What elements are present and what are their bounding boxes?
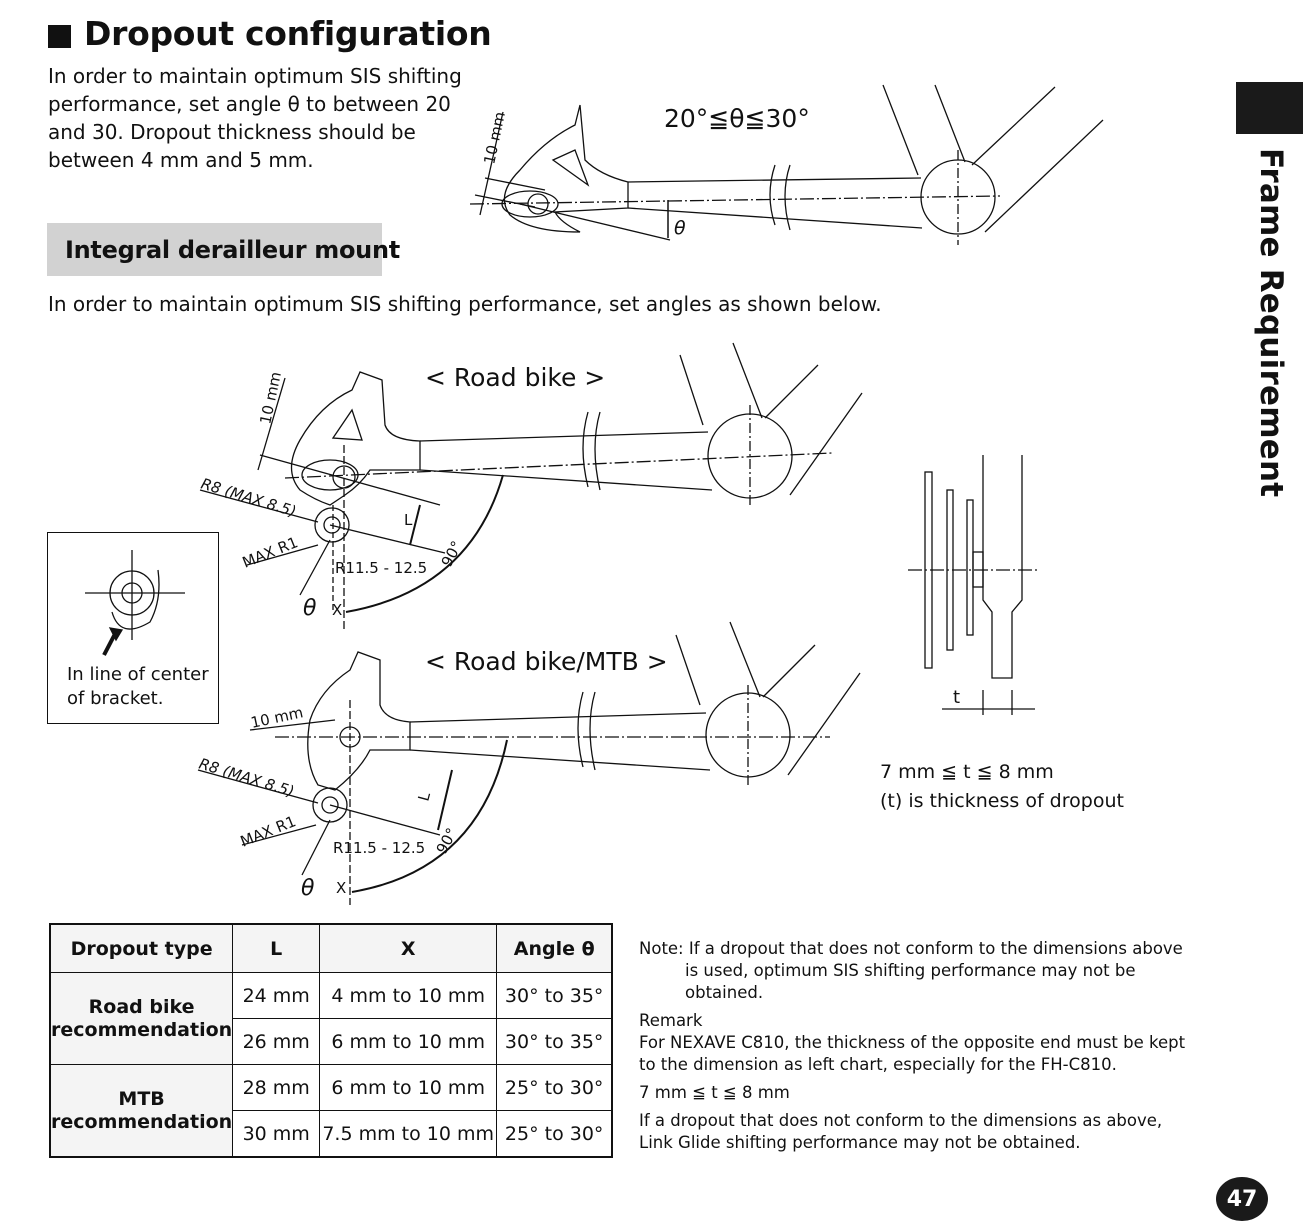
group-label: MTB recommendation <box>49 1064 234 1158</box>
section-description: In order to maintain optimum SIS shiftin… <box>48 292 882 316</box>
title-square-icon <box>48 25 71 48</box>
top-theta-label: θ <box>674 217 686 239</box>
section-title: Integral derailleur mount <box>65 236 400 264</box>
thickness-diagram: t <box>908 455 1038 715</box>
cell-x: 6 mm to 10 mm <box>319 1018 498 1065</box>
inset-caption-line: In line of center <box>67 664 209 685</box>
road-r11-label: R11.5 - 12.5 <box>335 559 427 577</box>
cell-l: 24 mm <box>232 972 321 1019</box>
note-line: Note: If a dropout that does not conform… <box>639 939 1183 958</box>
road-bike-title: < Road bike > <box>425 363 605 392</box>
group-label: Road bike recommendation <box>49 972 234 1065</box>
table-row: MTB recommendation 28 mm 6 mm to 10 mm 2… <box>49 1064 613 1158</box>
thickness-description: (t) is thickness of dropout <box>880 790 1124 812</box>
cell-l: 30 mm <box>232 1110 321 1158</box>
road-90-label: 90° <box>438 538 466 570</box>
thickness-range: 7 mm ≦ t ≦ 8 mm <box>880 761 1054 783</box>
road-l-label: L <box>404 511 413 529</box>
top-angle-range: 20°≦θ≦30° <box>664 104 810 133</box>
dropout-spec-table: Dropout type L X Angle θ Road bike recom… <box>49 923 614 1158</box>
final-note-line: Link Glide shifting performance may not … <box>639 1133 1081 1152</box>
road-ten-mm-label: 10 mm <box>256 370 285 426</box>
intro-line: performance, set angle θ to between 20 <box>48 92 451 116</box>
mtb-theta-label: θ <box>301 876 315 901</box>
intro-line: between 4 mm and 5 mm. <box>48 148 314 172</box>
header-dropout-type: Dropout type <box>49 923 234 973</box>
cell-x: 7.5 mm to 10 mm <box>319 1110 498 1158</box>
cell-angle: 25° to 30° <box>496 1064 613 1111</box>
final-note-line: If a dropout that does not conform to th… <box>639 1111 1163 1130</box>
intro-line: In order to maintain optimum SIS shiftin… <box>48 64 462 88</box>
page-title: Dropout configuration <box>84 14 492 53</box>
road-r8-label: R8 (MAX 8.5) <box>199 475 299 521</box>
remark-line: For NEXAVE C810, the thickness of the op… <box>639 1033 1186 1052</box>
section-heading-box <box>47 223 382 276</box>
mtb-r11-label: R11.5 - 12.5 <box>333 839 425 857</box>
remark-line: to the dimension as left chart, especial… <box>639 1055 1117 1074</box>
note-line: obtained. <box>685 983 764 1002</box>
cell-angle: 30° to 35° <box>496 972 613 1019</box>
intro-paragraph: In order to maintain optimum SIS shiftin… <box>48 62 462 174</box>
table-row: Road bike recommendation 24 mm 4 mm to 1… <box>49 972 613 1065</box>
road-x-label: X <box>332 601 342 619</box>
table-row: 30 mm 7.5 mm to 10 mm 25° to 30° <box>50 1110 613 1158</box>
cell-angle: 25° to 30° <box>496 1110 613 1158</box>
remark-range: 7 mm ≦ t ≦ 8 mm <box>639 1083 790 1102</box>
thickness-caption: 7 mm ≦ t ≦ 8 mm (t) is thickness of drop… <box>880 758 1124 816</box>
top-ten-mm-label: 10 mm <box>480 110 509 166</box>
cell-x: 6 mm to 10 mm <box>319 1064 498 1111</box>
road-theta-label: θ <box>303 596 317 621</box>
header-l: L <box>232 923 321 973</box>
mtb-r8-label: R8 (MAX 8.5) <box>197 755 297 801</box>
cell-angle: 30° to 35° <box>496 1018 613 1065</box>
mtb-x-label: X <box>336 879 346 897</box>
chapter-tab-marker <box>1236 82 1303 134</box>
mtb-diagram: < Road bike/MTB > 10 mm R8 (MAX 8.5) MAX… <box>197 621 861 905</box>
inset-bracket-diagram <box>85 550 185 656</box>
mtb-ten-mm-label: 10 mm <box>249 703 305 732</box>
header-x: X <box>319 923 498 973</box>
table-row: 26 mm 6 mm to 10 mm 30° to 35° <box>50 1018 613 1065</box>
road-bike-diagram: < Road bike > 10 mm R8 (MAX 8.5) MAX R1 … <box>199 342 863 630</box>
top-dropout-diagram: 10 mm 20°≦θ≦30° θ <box>469 84 1104 245</box>
mtb-title: < Road bike/MTB > <box>425 647 668 676</box>
header-angle: Angle θ <box>496 923 613 973</box>
page-number: 47 <box>1216 1177 1268 1221</box>
remark-title: Remark <box>639 1011 703 1030</box>
notes-section: Note: If a dropout that does not conform… <box>639 938 1199 1154</box>
road-max-r1-label: MAX R1 <box>240 533 301 571</box>
mtb-90-label: 90° <box>433 825 461 857</box>
note-line: is used, optimum SIS shifting performanc… <box>685 961 1136 980</box>
mtb-max-r1-label: MAX R1 <box>238 812 299 850</box>
cell-l: 26 mm <box>232 1018 321 1065</box>
chapter-tab-label: Frame Requirement <box>1253 148 1289 498</box>
inset-box <box>47 532 219 724</box>
cell-x: 4 mm to 10 mm <box>319 972 498 1019</box>
inset-caption-line: of bracket. <box>67 688 164 709</box>
inset-caption: In line of center of bracket. <box>67 663 209 711</box>
table-header-row: Dropout type L X Angle θ <box>49 923 613 973</box>
mtb-l-label: L <box>414 790 434 803</box>
intro-line: and 30. Dropout thickness should be <box>48 120 416 144</box>
thickness-t-label: t <box>953 687 960 708</box>
cell-l: 28 mm <box>232 1064 321 1111</box>
